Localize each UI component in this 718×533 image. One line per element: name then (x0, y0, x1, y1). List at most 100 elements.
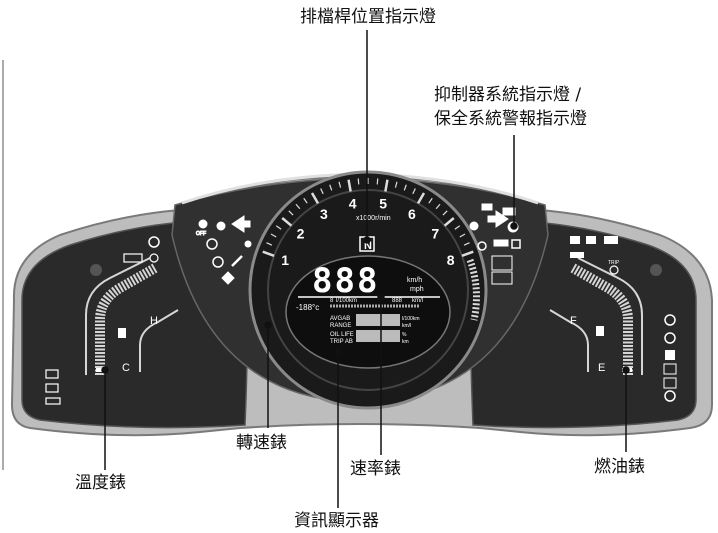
high-beam-icon (570, 236, 580, 244)
tach-number-8: 8 (447, 252, 455, 268)
tpms-icon (212, 256, 224, 268)
tach-minor-tick (442, 210, 448, 216)
security-car-icon (493, 239, 509, 247)
tach-major-tick (384, 179, 389, 192)
avg-unit: l/100km (402, 316, 420, 322)
tach-minor-tick (428, 197, 433, 204)
tach-minor-tick (320, 188, 324, 195)
tach-number-3: 3 (320, 206, 328, 222)
collision-mitigation-icon (663, 363, 677, 375)
leader-speed-dot (377, 293, 385, 301)
battery-icon (45, 383, 59, 393)
kmh-unit: km/h (407, 277, 422, 284)
callout-srs-line2: 保全系統警報指示燈 (434, 109, 587, 129)
power-steering-icon (149, 253, 159, 263)
tach-unit-label: x1000r/min (356, 215, 391, 222)
economy-prefix: 8 (330, 298, 334, 304)
callout-temp-gauge: 溫度錶 (75, 473, 126, 493)
fog-light-icon (586, 236, 596, 244)
econ-box (491, 271, 513, 285)
trip-unit: km (402, 339, 409, 345)
keyless-icon (502, 207, 516, 216)
shift-position-letter: N (364, 240, 372, 252)
tach-minor-tick (295, 203, 301, 210)
rear-hatch-icon (123, 253, 143, 263)
callout-leaders (101, 30, 630, 508)
trip-knob-label: TRIP (608, 260, 620, 266)
fuel-full-label: F (570, 315, 577, 327)
temp-cold-label: C (122, 362, 130, 374)
avg-label: AVGAB (330, 316, 350, 322)
brake-system-icon (664, 390, 676, 402)
door-icon (511, 239, 521, 249)
center-lcd-display (285, 255, 451, 369)
econ-leaf-icon (221, 271, 235, 285)
turn-right-icon (487, 210, 509, 228)
tach-minor-tick (403, 184, 407, 191)
auto-hold-box (491, 255, 513, 271)
tach-number-5: 5 (379, 195, 387, 211)
fuel-pump-icon (596, 326, 604, 336)
oil-pressure-icon (45, 397, 61, 405)
leader-fuel-dot (622, 366, 630, 374)
tach-minor-tick (459, 233, 466, 238)
tach-major-tick (262, 250, 275, 257)
tach-minor-tick (376, 178, 379, 185)
temp-bulb-icon (90, 264, 102, 276)
callout-info-display: 資訊顯示器 (294, 511, 379, 531)
tach-minor-tick (454, 225, 461, 230)
tach-major-tick (310, 192, 320, 205)
secondary-unit: km/l (412, 298, 423, 304)
parking-brake-icon (148, 236, 160, 248)
tach-minor-tick (288, 210, 294, 216)
leader-tach-dot (264, 321, 272, 329)
tach-minor-tick (435, 203, 441, 210)
lights-on-icon (570, 252, 584, 258)
callout-fuel-gauge: 燃油錶 (594, 457, 645, 477)
vsa-icon (198, 219, 208, 229)
range-label: RANGE (330, 323, 351, 329)
tach-major-tick (347, 179, 352, 192)
tach-minor-tick (303, 197, 308, 204)
indicator-dot-left (244, 240, 252, 248)
avg-range-digits (356, 314, 400, 326)
low-fuel-icon (665, 350, 675, 360)
callout-tachometer: 轉速錶 (236, 433, 287, 453)
tach-minor-tick (275, 225, 282, 230)
tach-minor-tick (463, 242, 470, 246)
leader-temp-dot (101, 366, 109, 374)
headlight-icon (604, 236, 618, 244)
tach-minor-tick (270, 233, 277, 238)
tach-major-tick (461, 250, 474, 257)
wrench-icon (231, 255, 243, 267)
economy-unit: l/100km (336, 298, 357, 304)
tachometer-ticks (262, 178, 474, 257)
callout-shift-indicator: 排檔桿位置指示燈 (300, 7, 436, 27)
range-unit: km/l (402, 323, 411, 329)
abs-icon (664, 314, 676, 326)
tach-major-tick (281, 217, 293, 227)
tach-major-tick (443, 217, 455, 227)
turn-left-icon (231, 215, 251, 233)
airbag-icon (469, 221, 479, 231)
oil-life-label: OIL LIFE (330, 332, 354, 338)
road-departure-icon (663, 377, 677, 389)
tach-minor-tick (338, 181, 342, 188)
tach-major-tick (416, 192, 426, 205)
temp-readout: -188°c (296, 303, 319, 312)
callout-speedometer: 速率錶 (350, 459, 401, 479)
fuel-gauge: TRIP F E (549, 236, 677, 402)
seatbelt-icon (477, 241, 487, 251)
tach-minor-tick (394, 181, 398, 188)
leader-srs-dot (510, 222, 518, 230)
fuel-trip-knob (650, 264, 662, 276)
vsa-warning-icon (664, 332, 676, 344)
tach-minor-tick (266, 242, 273, 246)
oil-unit: % (402, 332, 407, 338)
trip-icon (609, 265, 619, 275)
tach-red-zone (466, 258, 480, 321)
tach-number-7: 7 (431, 225, 439, 241)
leader-shift-dot (363, 236, 371, 244)
speed-digits: 888 (312, 261, 379, 301)
